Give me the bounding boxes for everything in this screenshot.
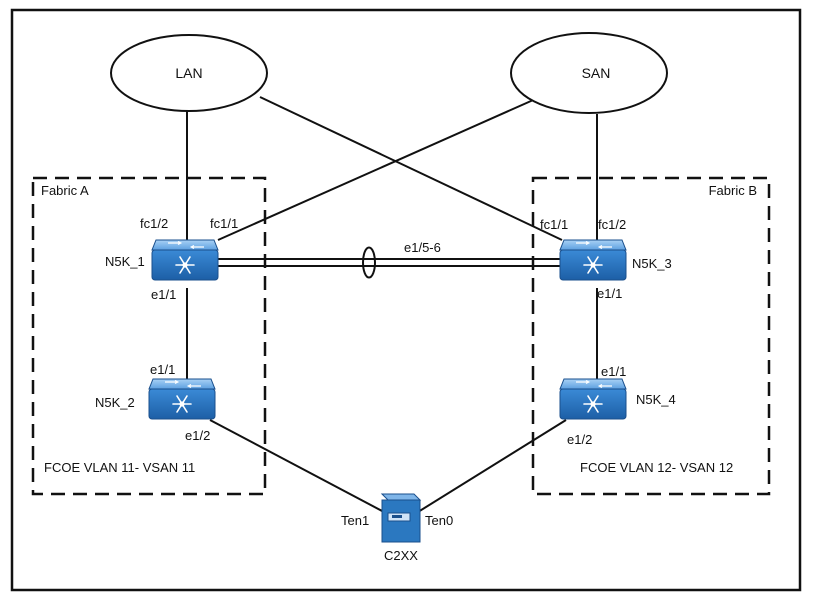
server-label: C2XX	[384, 548, 418, 563]
fabric-a-box	[31, 176, 267, 496]
fabric-a-title: Fabric A	[41, 183, 89, 198]
san-cloud	[510, 32, 668, 114]
switch-n5k2-icon[interactable]	[148, 378, 216, 420]
n5k3-label: N5K_3	[632, 256, 672, 271]
n5k2-label: N5K_2	[95, 395, 135, 410]
port-channel-label: e1/5-6	[404, 240, 441, 255]
server-port-ten0: Ten0	[425, 513, 453, 528]
n5k1-port-fc12: fc1/2	[140, 216, 168, 231]
n5k2-port-e12: e1/2	[185, 428, 210, 443]
n5k4-label: N5K_4	[636, 392, 676, 407]
link-san-n5k1	[217, 96, 541, 241]
port-channel-link	[218, 246, 560, 279]
n5k3-port-fc11: fc1/1	[540, 217, 568, 232]
link-lan-n5k3	[259, 96, 563, 241]
server-c2xx-icon[interactable]	[380, 493, 422, 543]
n5k2-port-e11: e1/1	[150, 362, 175, 377]
switch-n5k4-icon[interactable]	[559, 378, 627, 420]
link-n5k4-server	[417, 419, 567, 513]
n5k3-port-fc12: fc1/2	[598, 217, 626, 232]
switch-n5k3-icon[interactable]	[559, 239, 627, 281]
outer-frame	[10, 8, 802, 592]
server-port-ten1: Ten1	[341, 513, 369, 528]
n5k1-label: N5K_1	[105, 254, 145, 269]
lan-label: LAN	[175, 65, 202, 81]
port-channel-ellipse	[362, 246, 376, 279]
san-label: SAN	[582, 65, 611, 81]
n5k1-port-e11: e1/1	[151, 287, 176, 302]
fabric-a-vlan: FCOE VLAN 11- VSAN 11	[44, 460, 195, 475]
n5k4-port-e11: e1/1	[601, 364, 626, 379]
switch-n5k1-icon[interactable]	[151, 239, 219, 281]
n5k1-port-fc11: fc1/1	[210, 216, 238, 231]
fabric-b-title: Fabric B	[709, 183, 757, 198]
n5k4-port-e12: e1/2	[567, 432, 592, 447]
link-n5k2-server	[209, 419, 385, 513]
n5k3-port-e11: e1/1	[597, 286, 622, 301]
fabric-b-box	[531, 176, 771, 496]
fabric-b-vlan: FCOE VLAN 12- VSAN 12	[580, 460, 733, 475]
lan-cloud	[110, 34, 268, 112]
